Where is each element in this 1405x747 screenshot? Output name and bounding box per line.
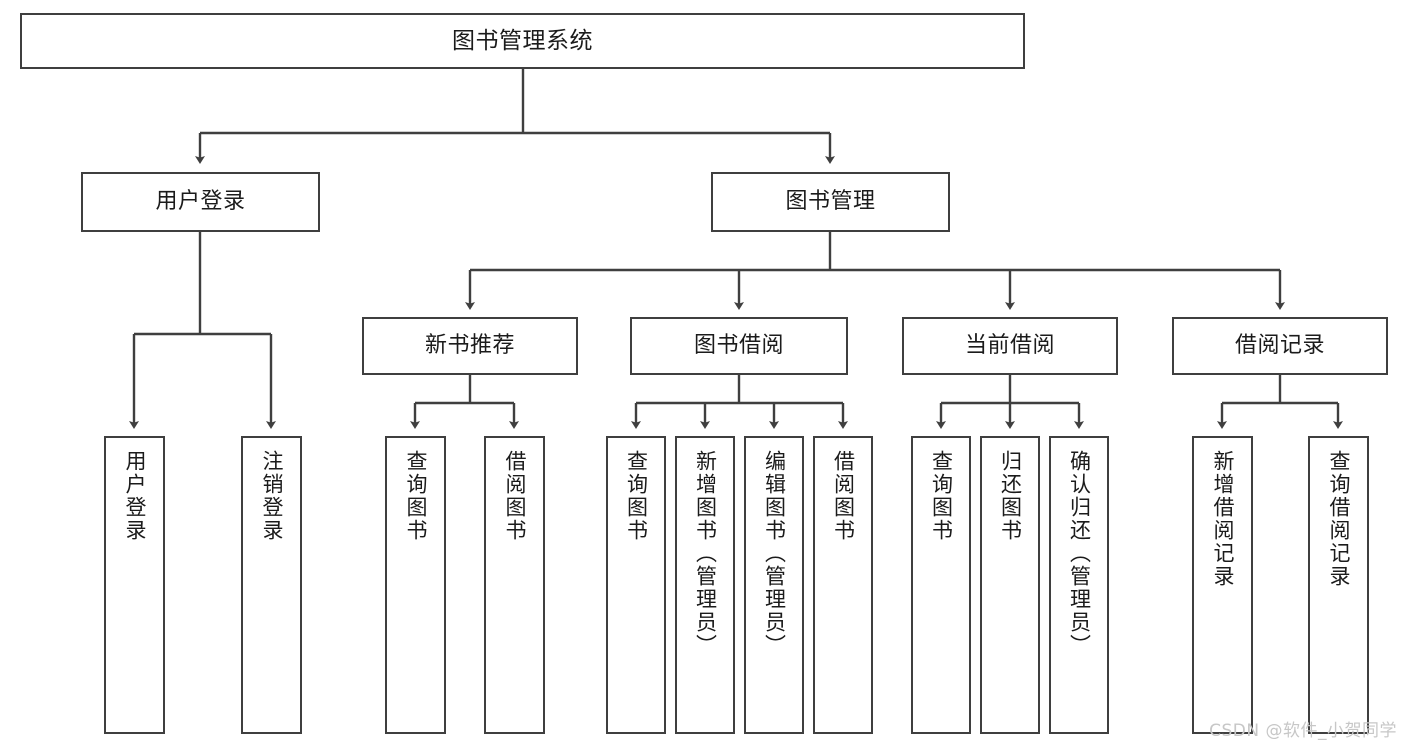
leaf-borrow-record-add[interactable]: 新增借阅记录 [1192, 436, 1253, 734]
node-label: 新书推荐 [424, 333, 515, 359]
node-label: 归还图书 [998, 450, 1023, 542]
node-label: 用户登录 [155, 189, 246, 215]
node-label: 图书管理 [785, 189, 876, 215]
node-label: 编辑图书（管理员） [762, 450, 787, 657]
leaf-borrow-record-query[interactable]: 查询借阅记录 [1308, 436, 1369, 734]
node-label: 新增图书（管理员） [693, 450, 718, 657]
leaf-user-login-signin[interactable]: 用户登录 [104, 436, 165, 734]
node-book-borrow[interactable]: 图书借阅 [630, 317, 848, 375]
node-label: 查询借阅记录 [1327, 450, 1351, 588]
leaf-current-borrow-return[interactable]: 归还图书 [980, 436, 1040, 734]
node-label: 注销登录 [260, 450, 284, 542]
leaf-current-borrow-confirm-return[interactable]: 确认归还（管理员） [1049, 436, 1109, 734]
leaf-book-borrow-add[interactable]: 新增图书（管理员） [675, 436, 735, 734]
leaf-new-book-borrow[interactable]: 借阅图书 [484, 436, 545, 734]
leaf-book-borrow-lend[interactable]: 借阅图书 [813, 436, 873, 734]
node-label: 查询图书 [929, 450, 954, 542]
node-label: 借阅记录 [1234, 333, 1325, 359]
node-label: 查询图书 [624, 450, 649, 542]
node-user-login[interactable]: 用户登录 [81, 172, 320, 232]
leaf-new-book-query[interactable]: 查询图书 [385, 436, 446, 734]
leaf-book-borrow-query[interactable]: 查询图书 [606, 436, 666, 734]
leaf-book-borrow-edit[interactable]: 编辑图书（管理员） [744, 436, 804, 734]
node-book-management[interactable]: 图书管理 [711, 172, 950, 232]
node-label: 用户登录 [123, 450, 147, 542]
node-new-book-recommend[interactable]: 新书推荐 [362, 317, 578, 375]
node-label: 确认归还（管理员） [1067, 450, 1092, 657]
leaf-current-borrow-query[interactable]: 查询图书 [911, 436, 971, 734]
node-root-library-system[interactable]: 图书管理系统 [20, 13, 1025, 69]
node-label: 借阅图书 [831, 450, 856, 542]
leaf-user-login-signout[interactable]: 注销登录 [241, 436, 302, 734]
node-label: 当前借阅 [964, 333, 1055, 359]
node-label: 图书借阅 [693, 333, 784, 359]
node-label: 图书管理系统 [452, 27, 593, 54]
node-current-borrow[interactable]: 当前借阅 [902, 317, 1118, 375]
node-borrow-record[interactable]: 借阅记录 [1172, 317, 1388, 375]
node-label: 查询图书 [404, 450, 428, 542]
node-label: 借阅图书 [503, 450, 527, 542]
node-label: 新增借阅记录 [1211, 450, 1235, 588]
